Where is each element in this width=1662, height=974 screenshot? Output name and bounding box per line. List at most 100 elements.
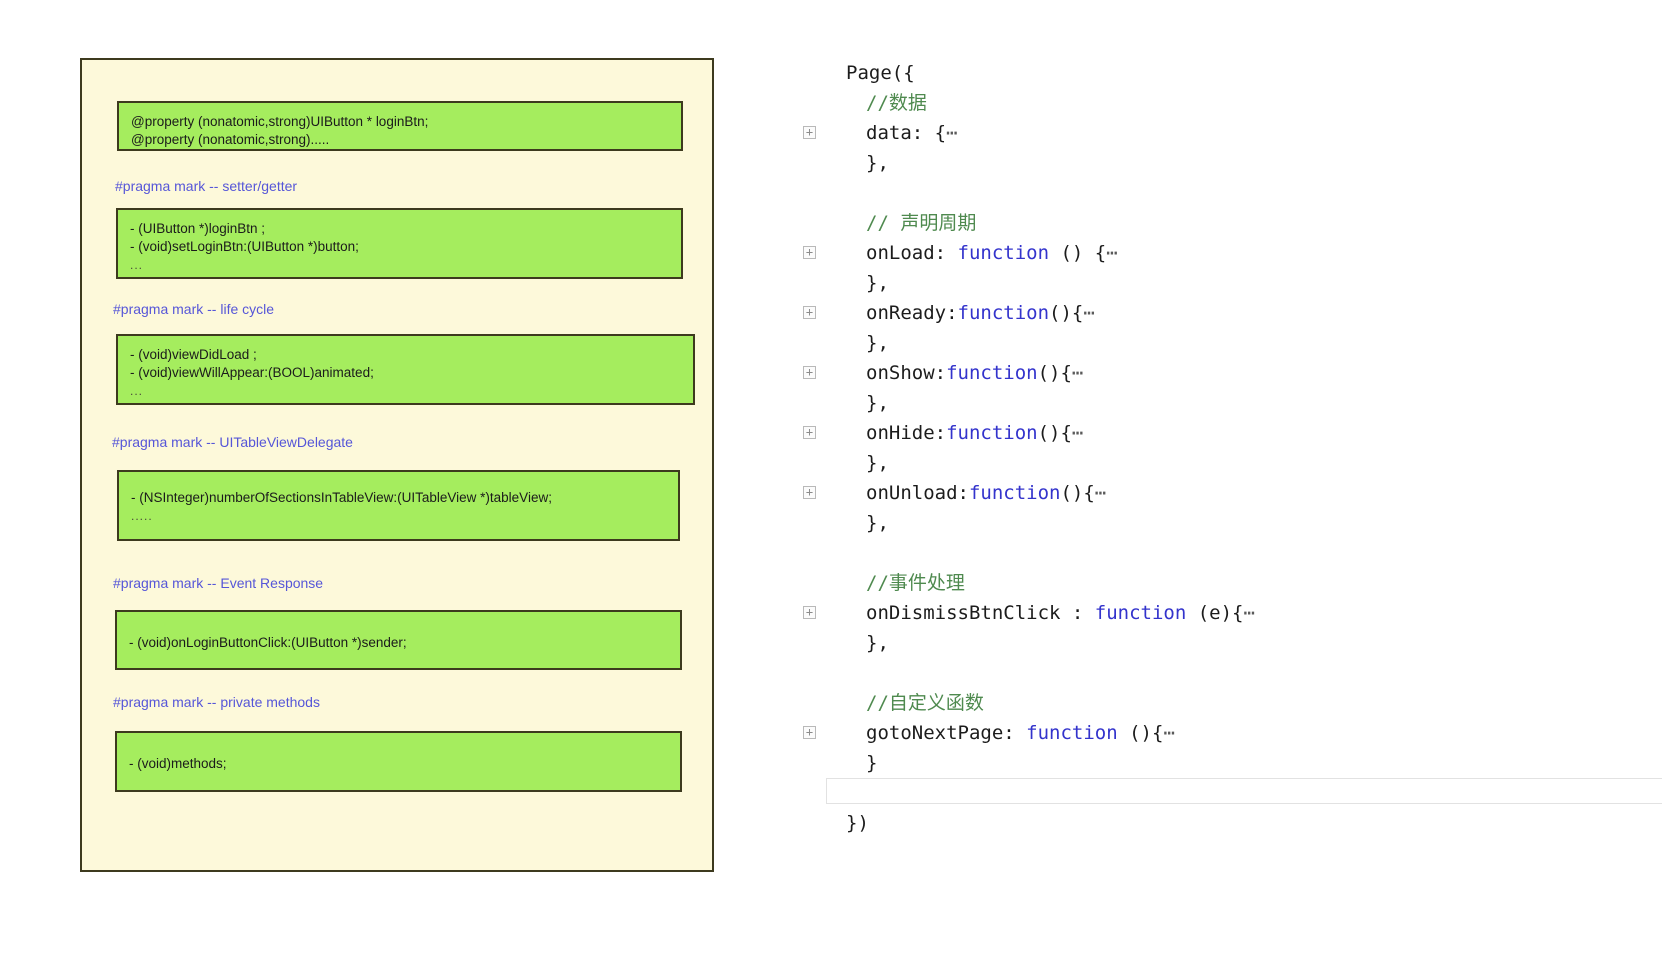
code-line: @property (nonatomic,strong)UIButton * l… [131,114,429,129]
fold-toggle-icon[interactable]: + [803,486,816,499]
code-box-event-response: - (void)onLoginButtonClick:(UIButton *)s… [115,610,682,670]
code-line[interactable]: + gotoNextPage: function (){⋯ [790,718,1662,748]
code-comment: //数据 [866,92,927,114]
fold-toggle-icon[interactable]: + [803,246,816,259]
pragma-mark-uitableviewdelegate: #pragma mark -- UITableViewDelegate [112,434,353,450]
code-text: }, [866,152,889,174]
code-text: }, [866,632,889,654]
code-text: (){ [1049,302,1084,324]
code-line[interactable] [790,778,1662,808]
code-line[interactable] [790,538,1662,568]
code-comment: // 声明周期 [866,212,977,234]
folded-ellipsis: ⋯ [946,122,957,144]
folded-ellipsis: ⋯ [1083,302,1094,324]
code-line[interactable] [790,658,1662,688]
code-text: } [866,752,878,774]
fold-toggle-icon[interactable]: + [803,366,816,379]
code-line[interactable] [790,178,1662,208]
pragma-mark-event-response: #pragma mark -- Event Response [113,575,324,591]
code-text: }, [866,512,889,534]
code-box-properties: @property (nonatomic,strong)UIButton * l… [117,101,683,151]
code-text: onShow: [866,362,947,384]
code-line[interactable]: }, [790,328,1662,358]
code-text: () { [1049,242,1107,264]
code-box-uitableviewdelegate: - (NSInteger)numberOfSectionsInTableView… [117,470,680,541]
code-text: onLoad: [866,242,958,264]
code-line: - (void)methods; [129,756,227,771]
code-text: onDismissBtnClick : [866,602,1095,624]
code-box-life-cycle: - (void)viewDidLoad ; - (void)viewWillAp… [116,334,695,405]
code-comment: //事件处理 [866,572,965,594]
code-line[interactable]: }) [790,808,1662,838]
pragma-mark-life-cycle: #pragma mark -- life cycle [113,301,275,317]
folded-ellipsis: ⋯ [1243,602,1255,624]
code-text: data: { [866,122,947,144]
code-line: @property (nonatomic,strong)..... [131,132,330,147]
code-keyword: function [1094,602,1187,624]
code-line: - (void)onLoginButtonClick:(UIButton *)s… [129,635,407,650]
code-ellipsis: ... [130,258,144,272]
code-line[interactable]: + onShow:function(){⋯ [790,358,1662,388]
code-text: }, [866,392,889,414]
code-text: }) [846,812,869,834]
pragma-mark-setter-getter: #pragma mark -- setter/getter [115,178,298,194]
folded-ellipsis: ⋯ [1094,482,1106,504]
code-keyword: function [957,242,1050,264]
code-text: onUnload: [866,482,969,504]
code-line: - (void)viewWillAppear:(BOOL)animated; [130,365,374,380]
objective-c-structure-panel: @property (nonatomic,strong)UIButton * l… [80,58,714,872]
code-line[interactable]: } [790,748,1662,778]
code-keyword: function [946,362,1038,384]
fold-toggle-icon[interactable]: + [803,126,816,139]
code-line[interactable]: }, [790,268,1662,298]
code-text: (){ [1037,422,1072,444]
code-text: Page({ [846,62,915,84]
fold-toggle-icon[interactable]: + [803,726,816,739]
miniprogram-code-editor[interactable]: Page({//数据+data: {⋯},// 声明周期+onLoad: fun… [790,58,1662,858]
code-line[interactable]: }, [790,508,1662,538]
code-line[interactable]: +onUnload:function(){⋯ [790,478,1662,508]
code-keyword: function [1026,722,1118,744]
code-line: - (void)viewDidLoad ; [130,347,257,362]
code-line[interactable]: }, [790,388,1662,418]
folded-ellipsis: ⋯ [1071,422,1083,444]
code-text: }, [866,332,889,354]
code-line[interactable]: //数据 [790,88,1662,118]
folded-ellipsis: ⋯ [1163,722,1174,744]
code-text: gotoNextPage: [866,722,1027,744]
code-ellipsis: ... [130,384,144,398]
code-box-private-methods: - (void)methods; [115,731,682,792]
code-box-setter-getter: - (UIButton *)loginBtn ; - (void)setLogi… [116,208,683,279]
code-line[interactable]: }, [790,148,1662,178]
code-line[interactable]: + onDismissBtnClick : function (e){⋯ [790,598,1662,628]
code-text: onHide: [866,422,947,444]
folded-ellipsis: ⋯ [1106,242,1117,264]
code-keyword: function [946,422,1038,444]
code-line[interactable]: //事件处理 [790,568,1662,598]
folded-ellipsis: ⋯ [1071,362,1083,384]
code-line[interactable]: + onLoad: function () {⋯ [790,238,1662,268]
fold-toggle-icon[interactable]: + [803,606,816,619]
code-line[interactable]: }, [790,448,1662,478]
code-line[interactable]: + onReady:function(){⋯ [790,298,1662,328]
code-text: (e){ [1186,602,1244,624]
code-line[interactable]: // 声明周期 [790,208,1662,238]
code-line: - (NSInteger)numberOfSectionsInTableView… [131,490,552,505]
code-line[interactable]: + data: {⋯ [790,118,1662,148]
selected-empty-line[interactable] [826,778,1662,804]
pragma-mark-private-methods: #pragma mark -- private methods [113,694,320,710]
code-line[interactable]: + onHide:function(){⋯ [790,418,1662,448]
fold-toggle-icon[interactable]: + [803,426,816,439]
code-line[interactable]: //自定义函数 [790,688,1662,718]
fold-toggle-icon[interactable]: + [803,306,816,319]
code-text: }, [866,452,889,474]
code-line: - (UIButton *)loginBtn ; [130,221,266,236]
code-text: (){ [1117,722,1164,744]
code-keyword: function [957,302,1050,324]
code-text: (){ [1037,362,1072,384]
code-text: onReady: [866,302,958,324]
code-line[interactable]: }, [790,628,1662,658]
code-text: }, [866,272,889,294]
code-line[interactable]: Page({ [790,58,1662,88]
code-keyword: function [968,482,1061,504]
